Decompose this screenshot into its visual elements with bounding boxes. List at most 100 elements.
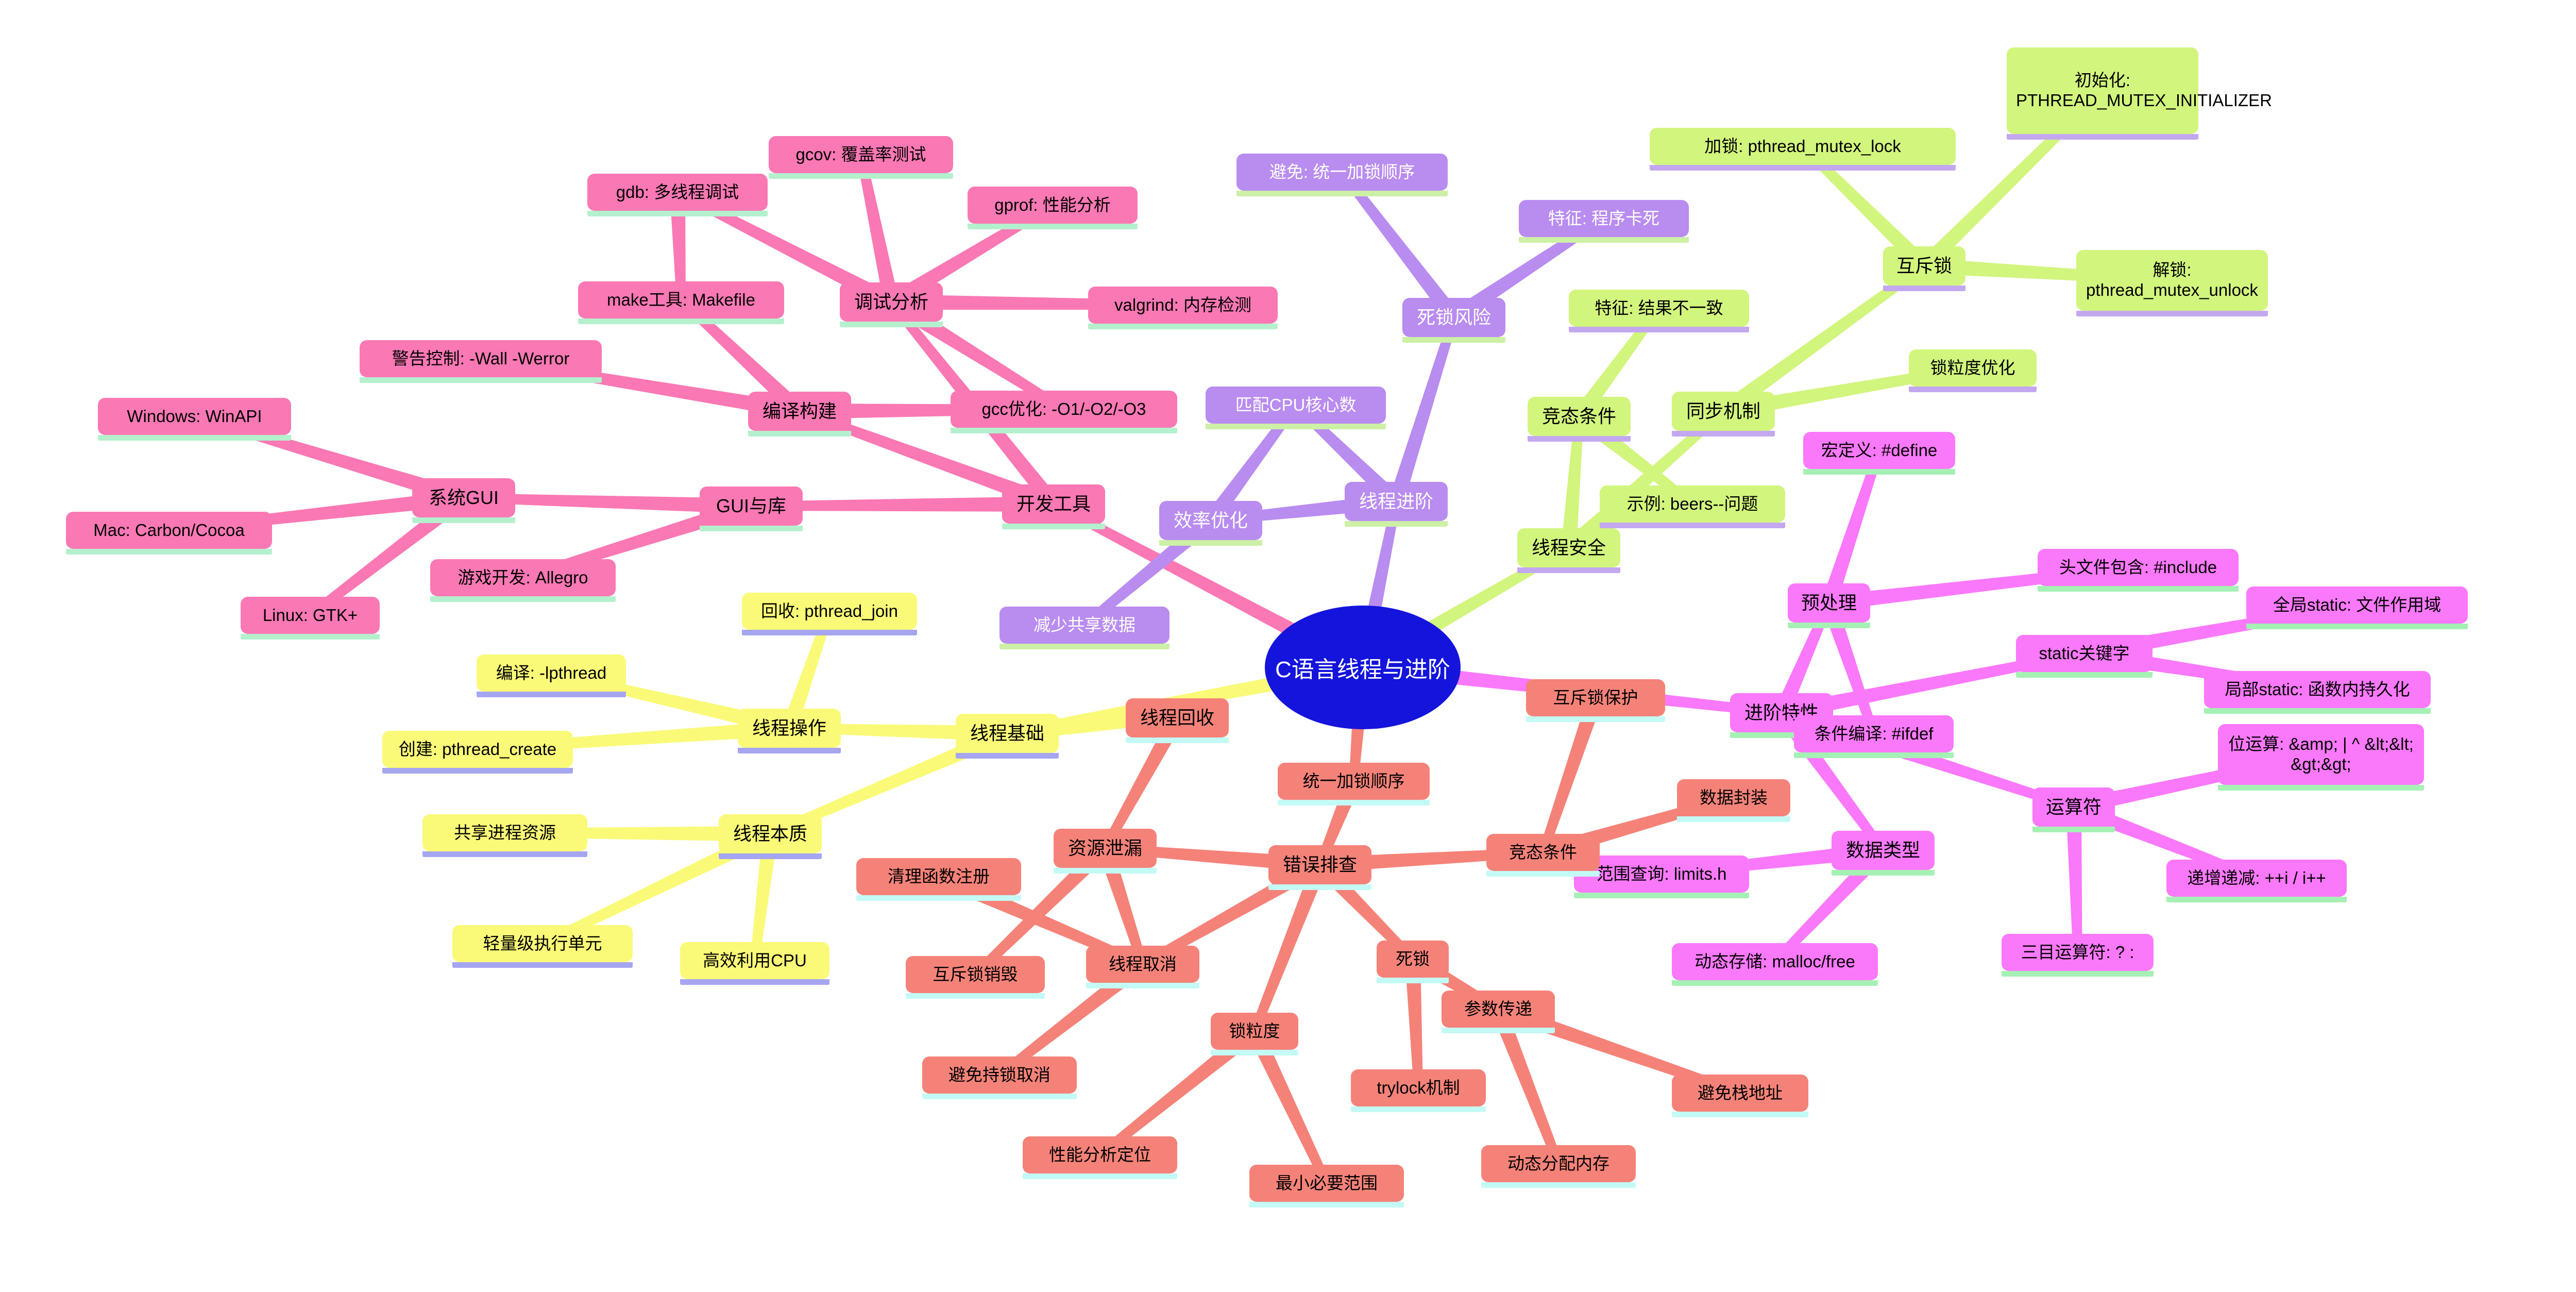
node-label: 宏定义: #define <box>1821 440 1938 460</box>
mindmap-node-maccocoa[interactable]: Mac: Carbon/Cocoa <box>66 512 272 555</box>
mindmap-node-unlockord[interactable]: 统一加锁顺序 <box>1278 763 1430 806</box>
node-underline <box>2007 134 2198 140</box>
mindmap-node-globalstat[interactable]: 全局static: 文件作用域 <box>2246 586 2468 629</box>
mindmap-node-lockopt[interactable]: 锁粒度优化 <box>1909 349 2037 392</box>
mindmap-node-limits[interactable]: 范围查询: limits.h <box>1574 855 1749 898</box>
mindmap-node-malloc[interactable]: 动态存储: malloc/free <box>1672 943 1878 986</box>
mindmap-node-pcreate[interactable]: 创建: pthread_create <box>382 731 573 774</box>
mindmap-node-shareres[interactable]: 共享进程资源 <box>422 814 587 857</box>
node-underline <box>1650 165 1956 171</box>
mindmap-node-bitops[interactable]: 位运算: &amp; | ^ &lt;&lt; &gt;&gt; <box>2218 724 2424 791</box>
mindmap-node-winapi[interactable]: Windows: WinAPI <box>98 398 291 441</box>
mindmap-node-avoidstack[interactable]: 避免栈地址 <box>1672 1075 1808 1117</box>
node-underline <box>680 979 829 985</box>
mindmap-node-localstat[interactable]: 局部static: 函数内持久化 <box>2204 671 2431 714</box>
mindmap-node-gcov[interactable]: gcov: 覆盖率测试 <box>769 136 953 179</box>
mindmap-node-avoid[interactable]: 避免: 统一加锁顺序 <box>1236 154 1448 196</box>
mindmap-node-xcjc[interactable]: 线程基础 <box>956 714 1059 759</box>
mindmap-node-include[interactable]: 头文件包含: #include <box>2038 549 2239 592</box>
mindmap-node-make[interactable]: make工具: Makefile <box>578 281 784 324</box>
mindmap-node-example[interactable]: 示例: beers--问题 <box>1600 485 1785 528</box>
mindmap-node-minscope[interactable]: 最小必要范围 <box>1249 1165 1404 1207</box>
mindmap-node-guiku[interactable]: GUI与库 <box>700 486 803 531</box>
node-underline <box>1517 567 1620 573</box>
mindmap-node-tiaoshi[interactable]: 调试分析 <box>840 282 943 327</box>
mindmap-node-silock[interactable]: 死锁风险 <box>1402 298 1505 343</box>
mindmap-node-xccz[interactable]: 线程操作 <box>738 709 841 753</box>
mindmap-node-bianyi[interactable]: 编译构建 <box>748 392 851 437</box>
mindmap-node-pjoin[interactable]: 回收: pthread_join <box>742 593 917 635</box>
mindmap-node-datatype[interactable]: 数据类型 <box>1832 831 1935 876</box>
node-underline <box>1672 980 1878 986</box>
mindmap-node-xccancel[interactable]: 线程取消 <box>1086 946 1199 988</box>
mindmap-node-feature2[interactable]: 特征: 结果不一致 <box>1569 290 1749 332</box>
node-underline <box>742 630 917 635</box>
mindmap-node-yunsuan[interactable]: 运算符 <box>2032 787 2115 832</box>
mindmap-node-xcjj[interactable]: 线程进阶 <box>1345 482 1448 527</box>
mindmap-node-resleak[interactable]: 资源泄漏 <box>1054 829 1157 874</box>
mindmap-node-jingtai[interactable]: 竞态条件 <box>1528 397 1631 442</box>
mindmap-node-warn[interactable]: 警告控制: -Wall -Werror <box>360 340 602 383</box>
mindmap-node-jinjie[interactable]: 进阶特性 <box>1730 693 1833 738</box>
mindmap-node-munlock[interactable]: 解锁: pthread_mutex_unlock <box>2076 250 2268 316</box>
mindmap-edge <box>1774 601 1834 716</box>
mindmap-node-jianshao[interactable]: 减少共享数据 <box>999 607 1170 649</box>
mindmap-node-feature1[interactable]: 特征: 程序卡死 <box>1519 200 1689 243</box>
mindmap-node-gtk[interactable]: Linux: GTK+ <box>241 597 380 640</box>
mindmap-node-lockgran[interactable]: 锁粒度 <box>1211 1013 1298 1055</box>
node-underline <box>241 634 380 640</box>
root-node[interactable]: C语言线程与进阶 <box>1265 606 1461 729</box>
mindmap-node-xcaq[interactable]: 线程安全 <box>1517 528 1620 573</box>
mindmap-node-ifdef[interactable]: 条件编译: #ifdef <box>1794 715 1954 758</box>
node-label: make工具: Makefile <box>607 290 755 309</box>
mindmap-node-cpuused[interactable]: 高效利用CPU <box>680 942 829 985</box>
node-label: 死锁 <box>1396 949 1430 968</box>
node-label: 避免持锁取消 <box>948 1065 1050 1084</box>
mindmap-node-xiaolv[interactable]: 效率优化 <box>1159 501 1262 546</box>
mindmap-node-xcbz[interactable]: 线程本质 <box>719 814 822 859</box>
mindmap-node-ternary[interactable]: 三目运算符: ? : <box>2002 934 2154 977</box>
node-label: 性能分析定位 <box>1049 1145 1151 1164</box>
mindmap-node-jingtai2[interactable]: 竞态条件 <box>1486 834 1600 877</box>
mindmap-node-xchuishou[interactable]: 线程回收 <box>1126 698 1229 743</box>
node-label: Mac: Carbon/Cocoa <box>93 520 245 540</box>
mindmap-node-cpumatch[interactable]: 匹配CPU核心数 <box>1206 387 1386 429</box>
mindmap-node-yuchuli[interactable]: 预处理 <box>1788 583 1870 628</box>
mindmap-node-lpthread[interactable]: 编译: -lpthread <box>477 655 626 697</box>
mindmap-node-dynalloc[interactable]: 动态分配内存 <box>1481 1145 1636 1188</box>
node-label: gdb: 多线程调试 <box>616 182 739 202</box>
mindmap-node-gccopt[interactable]: gcc优化: -O1/-O2/-O3 <box>951 391 1177 433</box>
mindmap-node-perfloc[interactable]: 性能分析定位 <box>1023 1136 1177 1179</box>
mindmap-node-minit[interactable]: 初始化: PTHREAD_MUTEX_INITIALIZER <box>2007 47 2272 140</box>
node-label: 线程操作 <box>752 717 826 739</box>
mindmap-node-avoidcancel[interactable]: 避免持锁取消 <box>922 1056 1077 1099</box>
mindmap-node-dataencap[interactable]: 数据封装 <box>1677 779 1790 822</box>
mindmap-node-kaifa[interactable]: 开发工具 <box>1002 484 1105 529</box>
mindmap-node-gprof[interactable]: gprof: 性能分析 <box>968 187 1138 229</box>
mindmap-node-statickw[interactable]: static关键字 <box>2016 635 2153 678</box>
mindmap-node-incdec[interactable]: 递增递减: ++i / i++ <box>2166 860 2347 902</box>
mindmap-node-errcheck[interactable]: 错误排查 <box>1268 845 1371 890</box>
mindmap-node-mutexdestr[interactable]: 互斥锁销毁 <box>906 956 1045 999</box>
node-label: 位运算: &amp; | ^ &lt;&lt; &gt;&gt; <box>2228 734 2414 774</box>
mindmap-node-paramtrans[interactable]: 参数传递 <box>1442 991 1555 1033</box>
mindmap-edge <box>1821 449 1884 606</box>
mindmap-edge <box>1799 143 1930 272</box>
mindmap-node-tongbu[interactable]: 同步机制 <box>1672 392 1775 437</box>
mindmap-node-trylock[interactable]: trylock机制 <box>1351 1069 1486 1112</box>
mindmap-node-valgrind[interactable]: valgrind: 内存检测 <box>1088 287 1278 329</box>
mindmap-node-cleanupreg[interactable]: 清理函数注册 <box>856 858 1021 901</box>
mindmap-node-gdb[interactable]: gdb: 多线程调试 <box>587 174 768 216</box>
mindmap-node-deadlock[interactable]: 死锁 <box>1377 941 1449 983</box>
mindmap-node-allegro[interactable]: 游戏开发: Allegro <box>430 559 616 602</box>
node-underline <box>1126 737 1229 743</box>
mindmap-node-mutexprot[interactable]: 互斥锁保护 <box>1526 679 1665 722</box>
mindmap-node-hchsuo[interactable]: 互斥锁 <box>1883 246 1965 291</box>
mindmap-edge <box>540 827 774 948</box>
mindmap-node-xtgui[interactable]: 系统GUI <box>412 478 515 523</box>
node-label: 资源泄漏 <box>1067 837 1142 859</box>
node-label: 竞态条件 <box>1509 842 1577 862</box>
mindmap-node-macro[interactable]: 宏定义: #define <box>1803 432 1955 475</box>
mindmap-node-mlock[interactable]: 加锁: pthread_mutex_lock <box>1650 128 1956 171</box>
mindmap-node-lightunit[interactable]: 轻量级执行单元 <box>452 925 633 968</box>
